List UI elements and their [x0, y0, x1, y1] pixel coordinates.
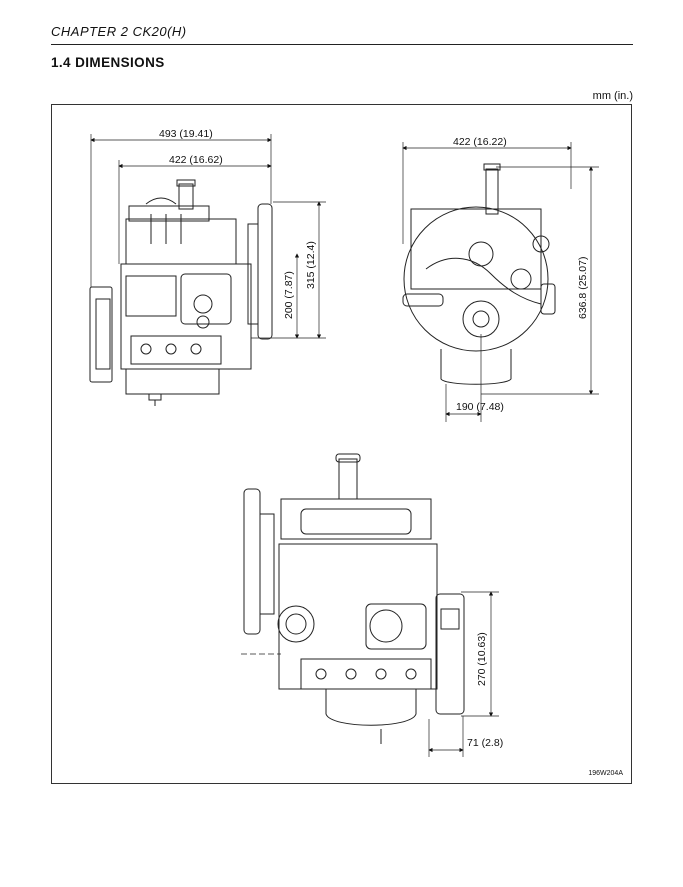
- dim-rear-offset: 71 (2.8): [467, 737, 503, 749]
- front-view-dimensions: [402, 142, 599, 422]
- dim-side-height-upper: 315 (12.4): [305, 241, 317, 289]
- dim-side-total-width: 493 (19.41): [159, 128, 213, 140]
- units-label: mm (in.): [592, 90, 633, 102]
- section-title: 1.4 DIMENSIONS: [51, 55, 165, 70]
- rear-view-engine: [243, 453, 465, 744]
- front-view-engine: [402, 163, 556, 385]
- side-view-dimensions: [90, 134, 326, 339]
- figure-frame: 196W204A: [51, 104, 632, 784]
- dim-side-height-lower: 200 (7.87): [283, 271, 295, 319]
- dim-side-body-width: 422 (16.62): [169, 154, 223, 166]
- dim-front-half-width: 190 (7.48): [456, 401, 504, 413]
- rear-view-dimensions: [241, 591, 499, 757]
- dim-front-height: 636.8 (25.07): [577, 257, 589, 319]
- engine-dimension-drawing: 493 (19.41) 422 (16.62) 315 (12.4) 200 (…: [89, 128, 599, 757]
- dim-front-width: 422 (16.22): [453, 136, 507, 148]
- page-header: CHAPTER 2 CK20(H): [51, 22, 633, 45]
- chapter-label: CHAPTER 2 CK20(H): [51, 24, 187, 39]
- side-view-engine: [89, 179, 273, 406]
- figure-id: 196W204A: [588, 770, 623, 777]
- dim-rear-height: 270 (10.63): [476, 632, 488, 686]
